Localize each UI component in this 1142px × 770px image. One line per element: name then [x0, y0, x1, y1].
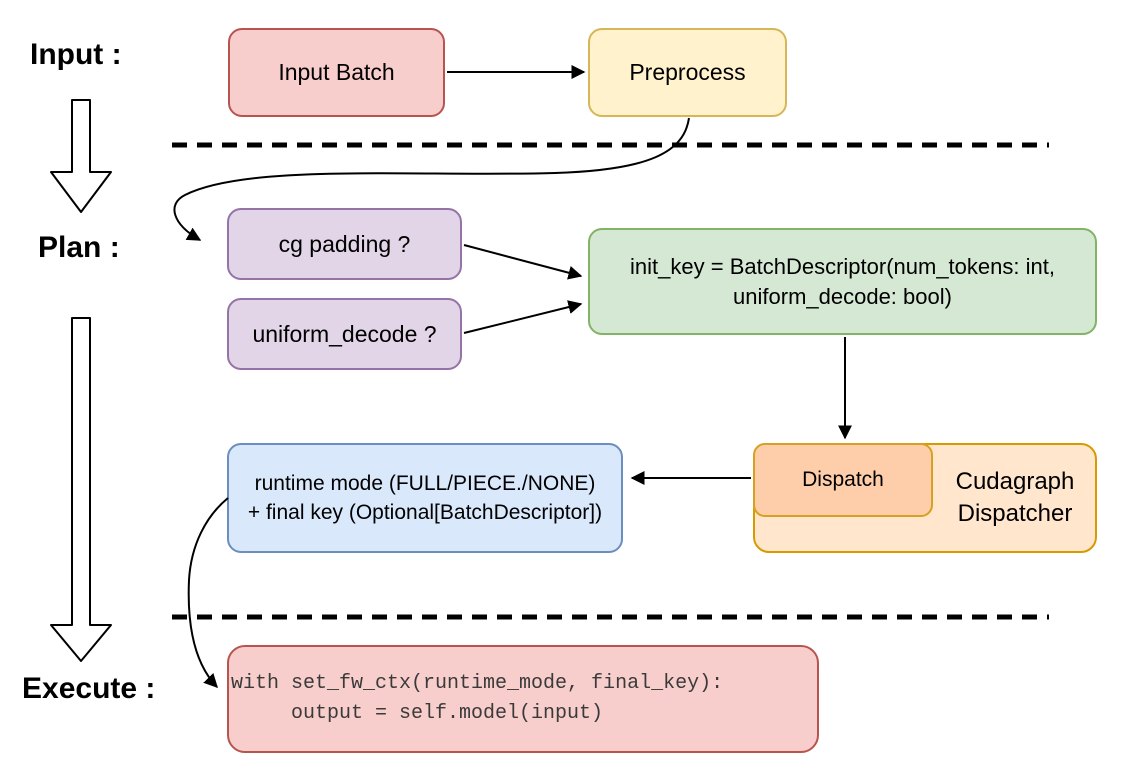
node-uniform-decode: uniform_decode ?	[227, 298, 462, 370]
node-init-key: init_key = BatchDescriptor(num_tokens: i…	[588, 228, 1097, 335]
node-cg-padding-label: cg padding ?	[278, 230, 411, 257]
arrow-runtime-to-executecode	[187, 497, 229, 689]
phase-arrow-input-to-plan-icon	[50, 99, 112, 213]
arrow-uniformdecode-to-initkey	[463, 300, 583, 334]
node-input-batch: Input Batch	[228, 28, 445, 117]
node-preprocess-label: Preprocess	[629, 59, 746, 85]
node-init-key-line1: init_key = BatchDescriptor(num_tokens: i…	[630, 253, 1055, 279]
execute-code-text: with set_fw_ctx(runtime_mode, final_key)…	[231, 669, 816, 729]
node-input-batch-label: Input Batch	[278, 59, 395, 85]
node-execute-code	[227, 645, 819, 753]
node-runtime-result: runtime mode (FULL/PIECE./NONE) + final …	[227, 443, 623, 553]
arrow-cgpadding-to-initkey	[463, 244, 583, 280]
node-dispatch-label: Dispatch	[802, 468, 884, 491]
phase-arrow-plan-to-execute-icon	[50, 317, 112, 662]
execute-code-line2: output = self.model(input)	[231, 702, 604, 725]
node-cudagraph-dispatcher-label: Cudagraph Dispatcher	[933, 443, 1097, 553]
runtime-result-line2: + final key (Optional[BatchDescriptor])	[247, 501, 603, 524]
cudagraph-label-line2: Dispatcher	[957, 500, 1073, 527]
phase-label-execute: Execute :	[22, 672, 156, 705]
node-cg-padding: cg padding ?	[227, 208, 462, 280]
execute-code-line1: with set_fw_ctx(runtime_mode, final_key)…	[231, 672, 724, 695]
runtime-result-line1: runtime mode (FULL/PIECE./NONE)	[254, 471, 596, 495]
node-init-key-label: init_key = BatchDescriptor(num_tokens: i…	[590, 252, 1095, 311]
node-uniform-decode-label: uniform_decode ?	[252, 320, 437, 347]
node-preprocess: Preprocess	[588, 28, 787, 117]
phase-label-plan: Plan :	[38, 231, 120, 264]
node-runtime-result-label: runtime mode (FULL/PIECE./NONE) + final …	[229, 469, 621, 528]
node-init-key-line2: uniform_decode: bool)	[733, 283, 952, 309]
phase-label-input: Input :	[30, 38, 122, 71]
cudagraph-label-line1: Cudagraph	[955, 467, 1075, 495]
node-dispatch: Dispatch	[753, 443, 933, 517]
